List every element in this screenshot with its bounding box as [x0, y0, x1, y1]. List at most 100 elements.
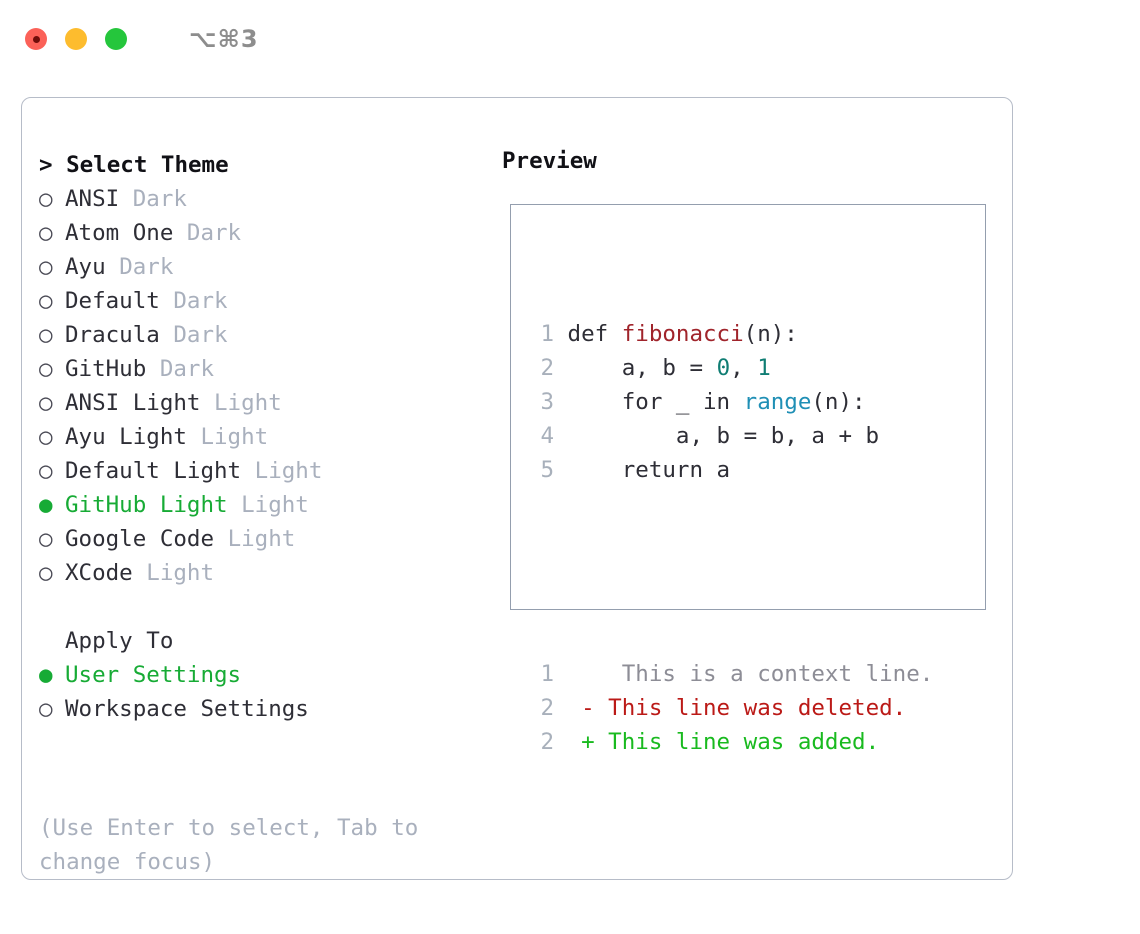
theme-category-tag: Light: [214, 390, 282, 416]
code-token-num: 1: [757, 355, 771, 381]
line-number-gap: [554, 355, 568, 381]
theme-list-item[interactable]: ○ ANSI Dark: [39, 182, 489, 216]
preview-heading: Preview: [502, 148, 597, 174]
theme-category-tag: Light: [146, 560, 215, 586]
line-number: 2: [540, 355, 554, 381]
theme-list-item[interactable]: ○ XCode Light: [39, 556, 489, 590]
theme-name: XCode: [65, 560, 133, 586]
theme-name-spacer: [160, 322, 174, 348]
radio-selected-icon[interactable]: ●: [39, 662, 53, 688]
code-line: 5 return a: [532, 453, 933, 487]
theme-list-item[interactable]: ○Google Code Light: [39, 522, 489, 556]
apply-to-option[interactable]: ● User Settings: [39, 658, 489, 692]
line-number-gap: [554, 389, 568, 415]
theme-list-item[interactable]: ○ Default Dark: [39, 284, 489, 318]
code-token-plain: ,: [730, 355, 758, 381]
theme-name: Default: [65, 288, 160, 314]
radio-unselected-icon[interactable]: ○: [39, 526, 53, 552]
minimize-button[interactable]: [65, 28, 87, 50]
code-token-plain: (n):: [743, 321, 798, 347]
radio-unselected-icon[interactable]: ○: [39, 424, 53, 450]
theme-category-tag: Light: [254, 458, 323, 484]
diff-lines: 1 This is a context line. 2 - This line w…: [532, 657, 933, 759]
radio-unselected-icon[interactable]: ○: [39, 458, 53, 484]
radio-unselected-icon[interactable]: ○: [39, 254, 53, 280]
theme-list-item[interactable]: ○ Default Light Light: [39, 454, 489, 488]
radio-unselected-icon[interactable]: ○: [39, 186, 53, 212]
radio-unselected-icon[interactable]: ○: [39, 560, 53, 586]
list-spacer: [39, 590, 489, 624]
theme-list-item[interactable]: ○ANSI Light Light: [39, 386, 489, 420]
theme-name: Dracula: [65, 322, 160, 348]
theme-name: Google Code: [65, 526, 215, 552]
content-panel: > Select Theme ○ANSI Dark○Atom One Dark○…: [21, 97, 1013, 880]
line-number-gap: [554, 423, 568, 449]
line-number: 1: [540, 661, 554, 687]
code-token-plain: for _ in: [567, 389, 744, 415]
diff-sign: -: [581, 695, 595, 721]
code-line: 3 for _ in range(n):: [532, 385, 933, 419]
radio-unselected-icon[interactable]: ○: [39, 356, 53, 382]
diff-text: This line was deleted.: [594, 695, 907, 721]
theme-list-item[interactable]: ● GitHub Light Light: [39, 488, 489, 522]
code-token-plain: def: [567, 321, 622, 347]
line-number-gap: [554, 321, 568, 347]
diff-text: This is a context line.: [594, 661, 934, 687]
theme-list-item[interactable]: ○ Atom One Dark: [39, 216, 489, 250]
hint-text: (Use Enter to select, Tab to change focu…: [39, 815, 432, 875]
line-number: 4: [540, 423, 554, 449]
radio-unselected-icon[interactable]: ○: [39, 696, 53, 722]
line-number-gap: [554, 661, 581, 687]
theme-category-tag: Dark: [173, 322, 228, 348]
maximize-button[interactable]: [105, 28, 127, 50]
theme-category-tag: Dark: [132, 186, 187, 212]
theme-name: Atom One: [65, 220, 174, 246]
apply-to-options: ● User Settings ○Workspace Settings: [39, 658, 489, 726]
theme-name-spacer: [133, 560, 147, 586]
theme-name: Ayu Light: [65, 424, 187, 450]
theme-category-tag: Dark: [159, 356, 215, 382]
apply-to-option[interactable]: ○Workspace Settings: [39, 692, 489, 726]
theme-name-spacer: [200, 390, 214, 416]
theme-name-spacer: [119, 186, 133, 212]
theme-list: ○ANSI Dark○Atom One Dark○Ayu Dark○Defaul…: [39, 182, 489, 590]
radio-unselected-icon[interactable]: ○: [39, 288, 53, 314]
select-theme-heading: > Select Theme: [39, 148, 489, 182]
theme-list-item[interactable]: ○ Ayu Light Light: [39, 420, 489, 454]
theme-name-spacer: [241, 458, 255, 484]
radio-selected-icon[interactable]: ●: [39, 492, 53, 518]
theme-category-tag: Dark: [173, 288, 228, 314]
diff-line: 2 + This line was added.: [532, 725, 933, 759]
code-token-plain: a, b =: [567, 355, 717, 381]
theme-name: ANSI: [65, 186, 120, 212]
line-number: 1: [540, 321, 554, 347]
theme-category-tag: Light: [241, 492, 309, 518]
code-line: 4 a, b = b, a + b: [532, 419, 933, 453]
radio-unselected-icon[interactable]: ○: [39, 322, 53, 348]
code-token-call: range: [743, 389, 812, 415]
theme-list-item[interactable]: ○Ayu Dark: [39, 250, 489, 284]
theme-name-spacer: [173, 220, 187, 246]
theme-name: Default Light: [65, 458, 242, 484]
line-number: 2: [540, 729, 554, 755]
close-button[interactable]: [25, 28, 47, 50]
apply-to-option-label: User Settings: [65, 662, 242, 688]
theme-selector-column: > Select Theme ○ANSI Dark○Atom One Dark○…: [39, 148, 489, 726]
line-number: 2: [540, 695, 554, 721]
code-token-plain: return a: [567, 457, 731, 483]
theme-name-spacer: [228, 492, 242, 518]
theme-category-tag: Dark: [186, 220, 242, 246]
prompt-caret: >: [39, 152, 53, 178]
line-number: 5: [540, 457, 554, 483]
theme-list-item[interactable]: ○ Dracula Dark: [39, 318, 489, 352]
theme-list-item[interactable]: ○GitHub Dark: [39, 352, 489, 386]
radio-unselected-icon[interactable]: ○: [39, 390, 53, 416]
radio-unselected-icon[interactable]: ○: [39, 220, 53, 246]
theme-name: GitHub Light: [65, 492, 228, 518]
theme-category-tag: Light: [200, 424, 269, 450]
line-number: 3: [540, 389, 554, 415]
theme-name-spacer: [146, 356, 160, 382]
